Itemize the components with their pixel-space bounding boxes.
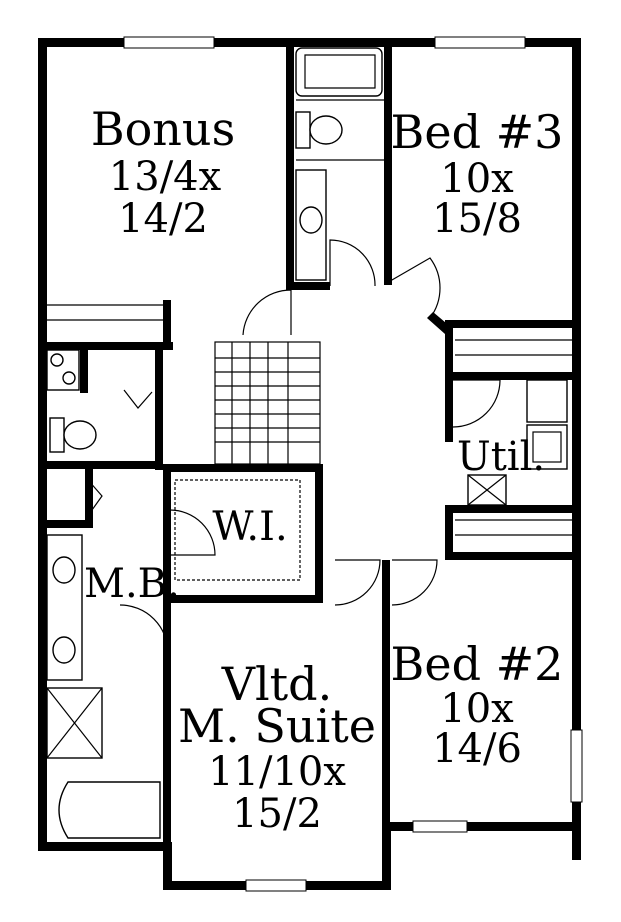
bed3-dim2: 15/8 bbox=[432, 196, 522, 242]
fixtures bbox=[46, 47, 568, 839]
bonus-dim2: 14/2 bbox=[118, 196, 208, 242]
stairs bbox=[214, 341, 321, 465]
closets bbox=[47, 99, 572, 581]
bed3-name: Bed #3 bbox=[391, 105, 564, 159]
bed2-name: Bed #2 bbox=[391, 637, 564, 691]
util-name: Util. bbox=[457, 434, 545, 480]
doors bbox=[87, 239, 501, 654]
bed2-dim2: 14/6 bbox=[432, 726, 522, 772]
bed2-dim1: 10x bbox=[440, 686, 514, 732]
mb-name: M.B. bbox=[84, 561, 180, 607]
windows bbox=[123, 36, 583, 892]
msuite-name1: Vltd. bbox=[221, 657, 333, 711]
bonus-name: Bonus bbox=[91, 102, 235, 156]
msuite-dim2: 15/2 bbox=[232, 791, 322, 837]
bonus-dim1: 13/4x bbox=[109, 154, 222, 200]
bed3-dim1: 10x bbox=[440, 156, 514, 202]
wi-name: W.I. bbox=[212, 504, 287, 550]
msuite-name2: M. Suite bbox=[178, 699, 376, 753]
interior-walls bbox=[45, 45, 575, 843]
msuite-dim1: 11/10x bbox=[208, 749, 346, 795]
room-labels: Bonus 13/4x 14/2 Bed #3 10x 15/8 Util. W… bbox=[84, 102, 563, 837]
